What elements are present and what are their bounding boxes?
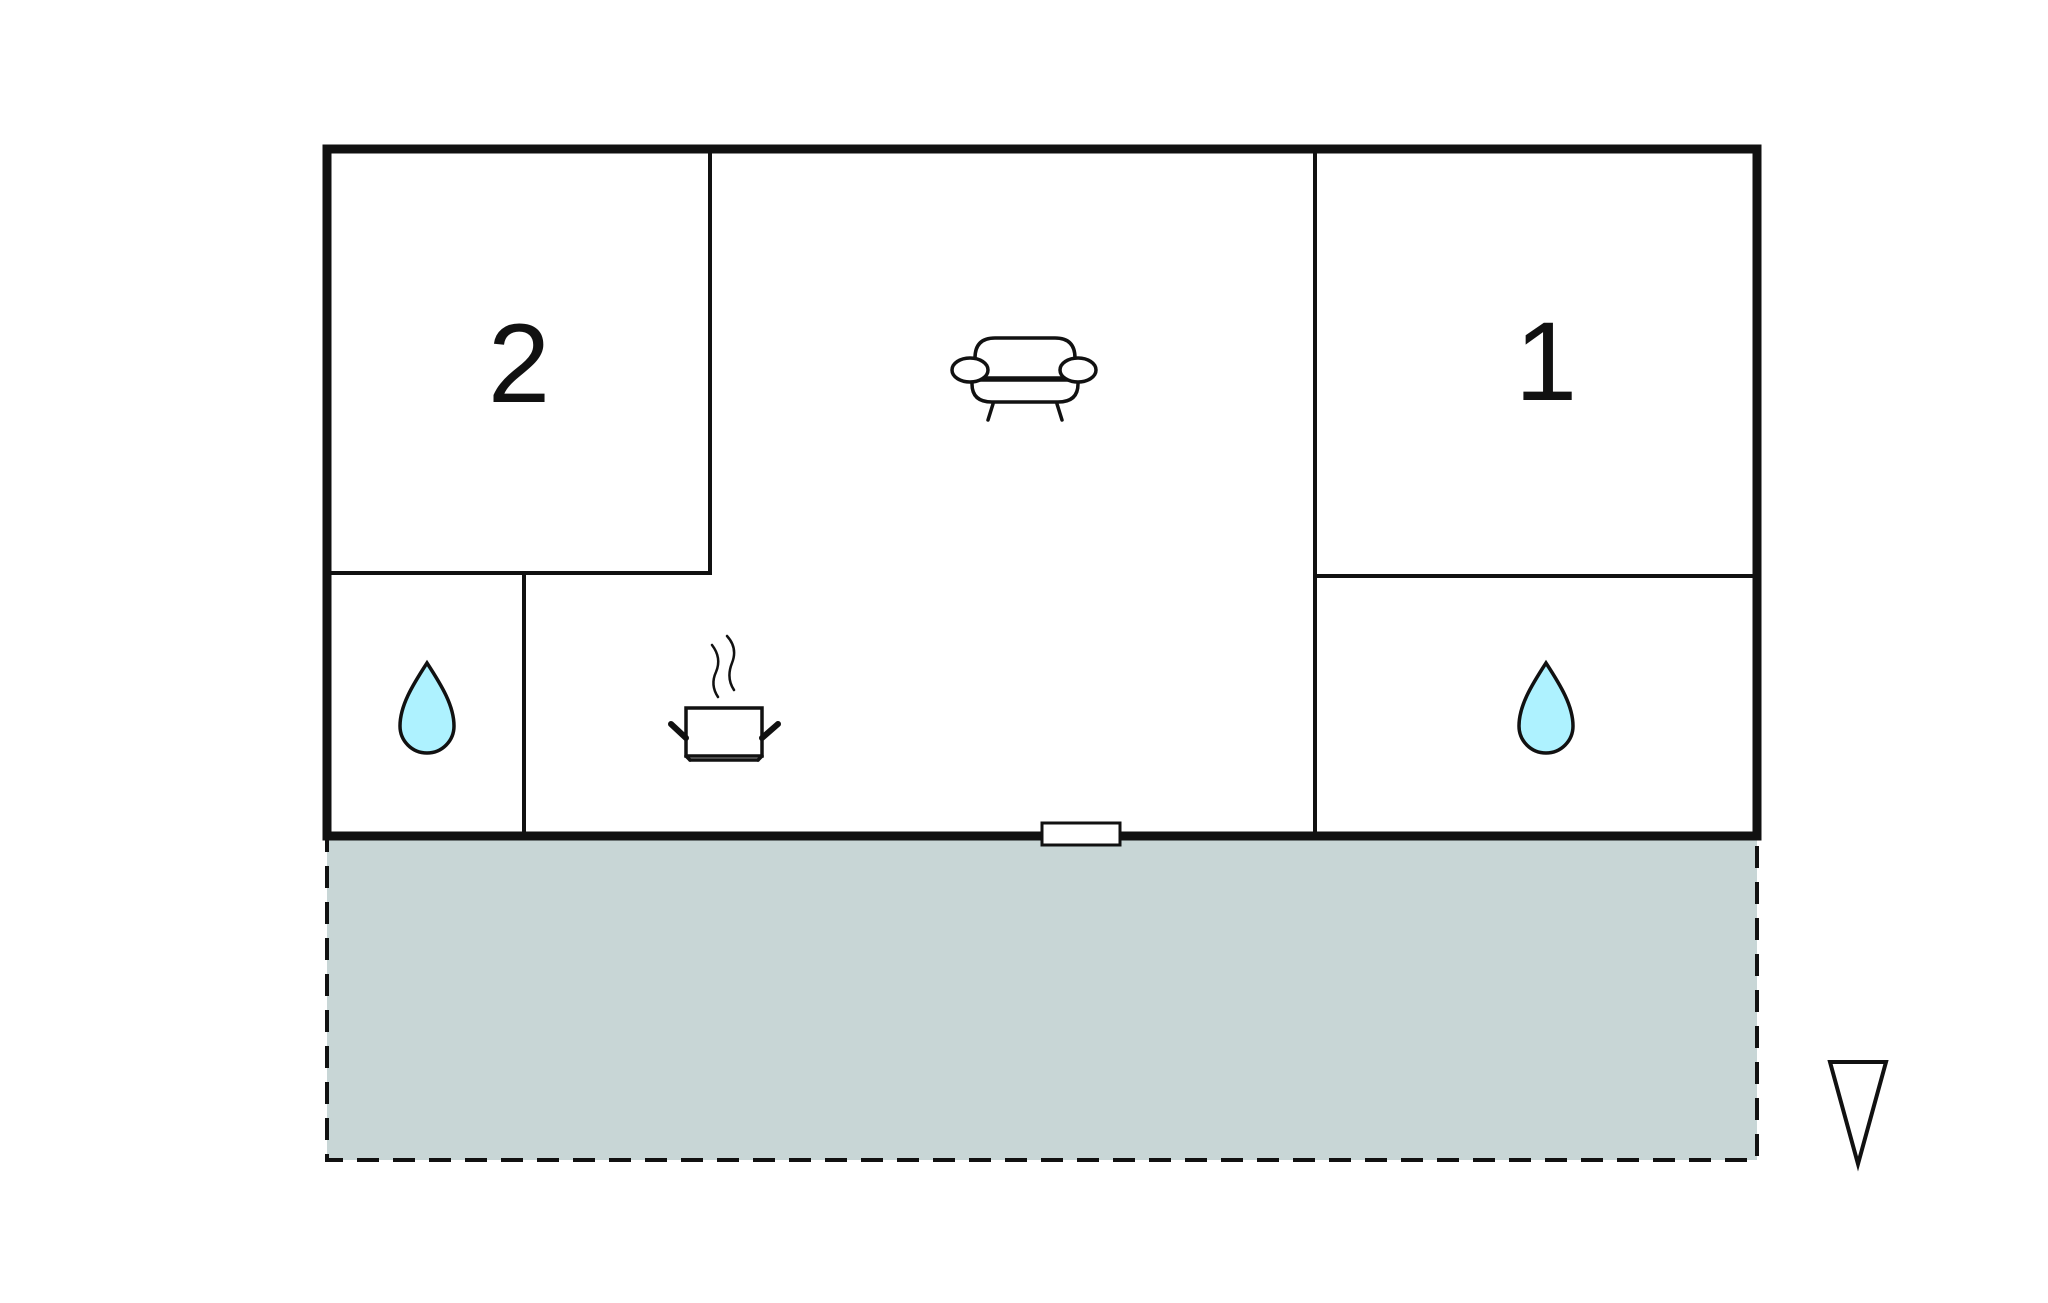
terrace-area [325,834,1759,1162]
bedroom-number-right: 1 [1515,299,1577,424]
sofa-icon [950,336,1098,422]
entrance-door [1040,821,1122,847]
cooking-pot-icon [668,634,781,762]
water-drop-icon [1517,659,1575,755]
interior-walls [331,153,1753,832]
north-arrow-icon [1827,1060,1889,1172]
water-drop-icon [398,659,456,755]
bedroom-number-left: 2 [488,301,550,426]
